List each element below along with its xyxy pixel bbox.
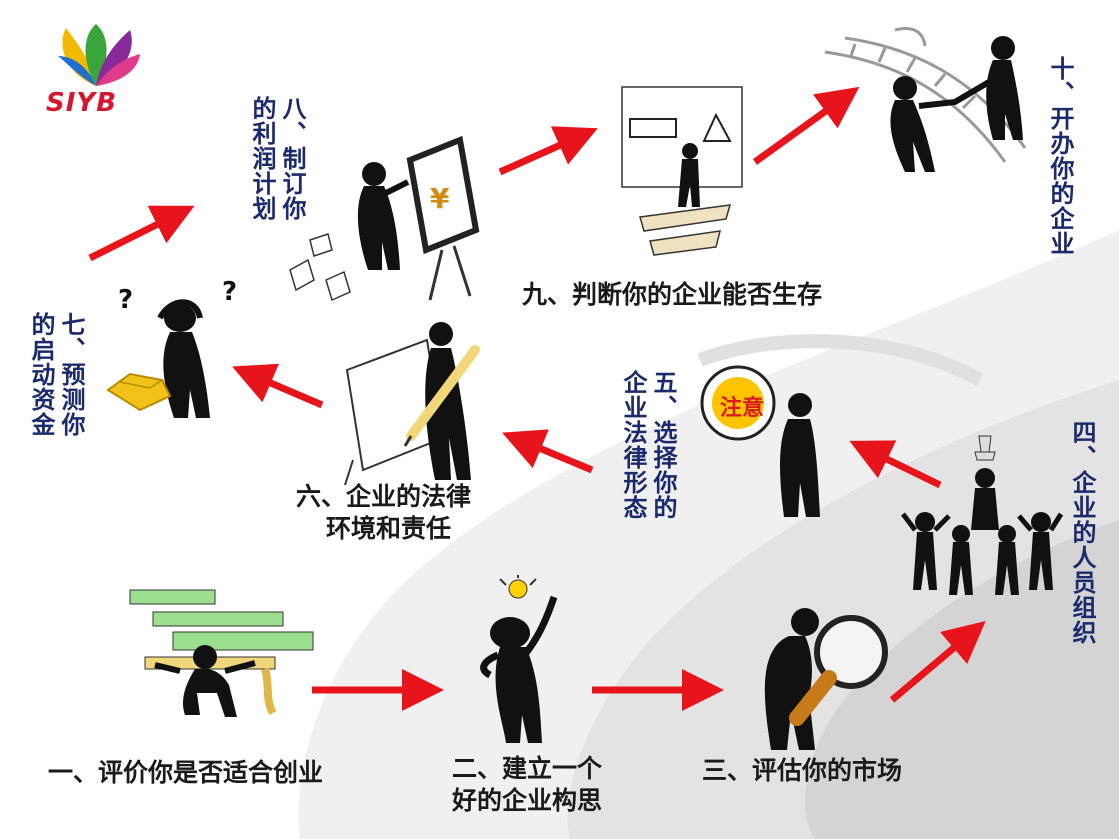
step1-label: 一、评价你是否适合创业 [48, 758, 324, 787]
step9-label: 九、判断你的企业能否生存 [522, 280, 823, 309]
arrow-3-4 [889, 620, 986, 703]
svg-text:?: ? [118, 285, 133, 315]
step7-label-col1: 七、预测你 [57, 312, 85, 437]
step4-label: 四、企业的人员组织 [1068, 420, 1096, 645]
step7-figure: ? ? [106, 278, 237, 418]
arrow-9-10 [752, 86, 860, 165]
svg-text:?: ? [222, 278, 237, 307]
step2-label-line1: 二、建立一个 [452, 754, 603, 783]
step4-figure [901, 435, 1064, 595]
step6-figure [344, 322, 480, 486]
step9-figure [621, 86, 743, 256]
step8-label-col1: 八、制订你 [278, 96, 306, 221]
step7-label-col2: 的启动资金 [27, 312, 55, 437]
step6-label-line2: 环境和责任 [326, 514, 452, 543]
step8-figure: ¥ [289, 135, 480, 302]
step8-label-col2: 的利润计划 [248, 96, 276, 221]
step10-figure [824, 27, 1027, 172]
step5-label-col1: 五、选择你的 [649, 370, 677, 520]
arrow-8-9 [498, 126, 598, 176]
arrow-5-6 [502, 429, 594, 474]
step2-figure [480, 575, 558, 743]
stamp-text: 注意 [720, 395, 764, 421]
step1-figure [129, 589, 314, 717]
step3-label: 三、评估你的市场 [702, 756, 903, 785]
step6-label-line1: 六、企业的法律 [296, 482, 472, 511]
step2-label-line2: 好的企业构思 [452, 786, 603, 815]
step3-figure [764, 608, 888, 750]
step5-figure: 注意 [700, 365, 820, 517]
arrow-6-7 [232, 363, 324, 409]
siyb-logo-petals [58, 24, 140, 86]
step5-label-col2: 企业法律形态 [619, 370, 647, 520]
step10-label: 十、开办你的企业 [1046, 56, 1074, 256]
money-symbol: ¥ [430, 182, 450, 215]
arrow-4-5 [849, 440, 942, 489]
logo-text: SIYB [46, 88, 118, 118]
arrow-7-8 [88, 205, 195, 262]
